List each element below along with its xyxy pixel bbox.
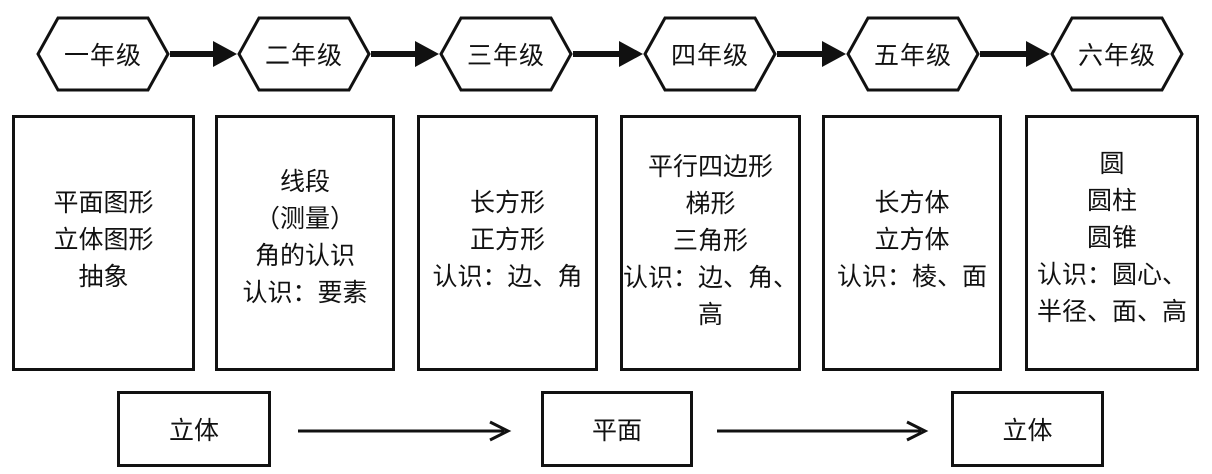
grade-hexagon xyxy=(643,16,777,92)
grade-3-label: 三年级 xyxy=(466,41,545,70)
content-line: 立体图形 xyxy=(53,225,154,254)
content-line: 认识：要素 xyxy=(242,278,368,307)
grade-1-box: 平面图形 立体图形 抽象 xyxy=(12,115,195,371)
grade-3-content: 长方形 正方形 认识：边、角 xyxy=(420,184,595,295)
content-line: 三角形 xyxy=(672,226,748,255)
content-line: 立方体 xyxy=(874,225,950,254)
content-line: 认识：边、角 xyxy=(432,262,583,291)
grade-4-label: 四年级 xyxy=(670,41,749,70)
content-line: （测量） xyxy=(254,204,355,233)
content-line: 平面图形 xyxy=(53,188,154,217)
grade-5-label: 五年级 xyxy=(873,41,952,70)
stage-arrow xyxy=(298,420,512,442)
grade-4-box: 平行四边形 梯形 三角形 认识：边、角、 高 xyxy=(620,115,801,371)
content-line: 正方形 xyxy=(469,225,545,254)
grade-5-box: 长方体 立方体 认识：棱、面 xyxy=(822,115,1002,371)
content-line: 平行四边形 xyxy=(647,152,773,181)
grade-arrow xyxy=(980,41,1050,67)
stage-arrow xyxy=(717,420,929,442)
content-line: 圆锥 xyxy=(1086,223,1137,252)
grade-hexagon xyxy=(1050,16,1184,92)
grade-hexagon xyxy=(237,16,371,92)
grade-arrow xyxy=(777,41,846,67)
grade-5-content: 长方体 立方体 认识：棱、面 xyxy=(825,184,999,295)
content-line: 圆柱 xyxy=(1086,186,1137,215)
content-line: 线段 xyxy=(279,167,330,196)
grade-6-content: 圆 圆柱 圆锥 认识：圆心、 半径、面、高 xyxy=(1028,145,1196,330)
content-line: 半径、面、高 xyxy=(1036,297,1187,326)
grade-arrow xyxy=(170,41,237,67)
grade-arrow xyxy=(371,41,439,67)
grade-hexagon xyxy=(846,16,980,92)
stage-box-solid-end: 立体 xyxy=(951,391,1104,467)
grade-2-content: 线段 （测量） 角的认识 认识：要素 xyxy=(218,163,392,311)
grade-hexagon xyxy=(36,16,170,92)
grade-1-content: 平面图形 立体图形 抽象 xyxy=(15,184,192,295)
content-line: 认识：边、角、 xyxy=(623,263,799,292)
content-line: 认识：圆心、 xyxy=(1036,260,1187,289)
content-line: 角的认识 xyxy=(254,241,355,270)
content-line: 认识：棱、面 xyxy=(836,262,987,291)
content-line: 长方形 xyxy=(469,188,545,217)
grade-2-box: 线段 （测量） 角的认识 认识：要素 xyxy=(215,115,395,371)
grade-4-content: 平行四边形 梯形 三角形 认识：边、角、 高 xyxy=(623,148,798,333)
content-line: 抽象 xyxy=(78,262,129,291)
grade-6-label: 六年级 xyxy=(1077,41,1156,70)
content-line: 长方体 xyxy=(874,188,950,217)
grade-3-box: 长方形 正方形 认识：边、角 xyxy=(417,115,598,371)
content-line: 圆 xyxy=(1099,149,1125,178)
grade-arrow xyxy=(573,41,643,67)
grade-hexagon xyxy=(439,16,573,92)
stage-box-solid-start: 立体 xyxy=(117,391,271,467)
content-line: 梯形 xyxy=(685,189,736,218)
grade-6-box: 圆 圆柱 圆锥 认识：圆心、 半径、面、高 xyxy=(1025,115,1199,371)
content-line: 高 xyxy=(697,300,723,329)
stage-box-plane: 平面 xyxy=(541,391,693,467)
grade-1-label: 一年级 xyxy=(63,41,142,70)
grade-2-label: 二年级 xyxy=(264,41,343,70)
